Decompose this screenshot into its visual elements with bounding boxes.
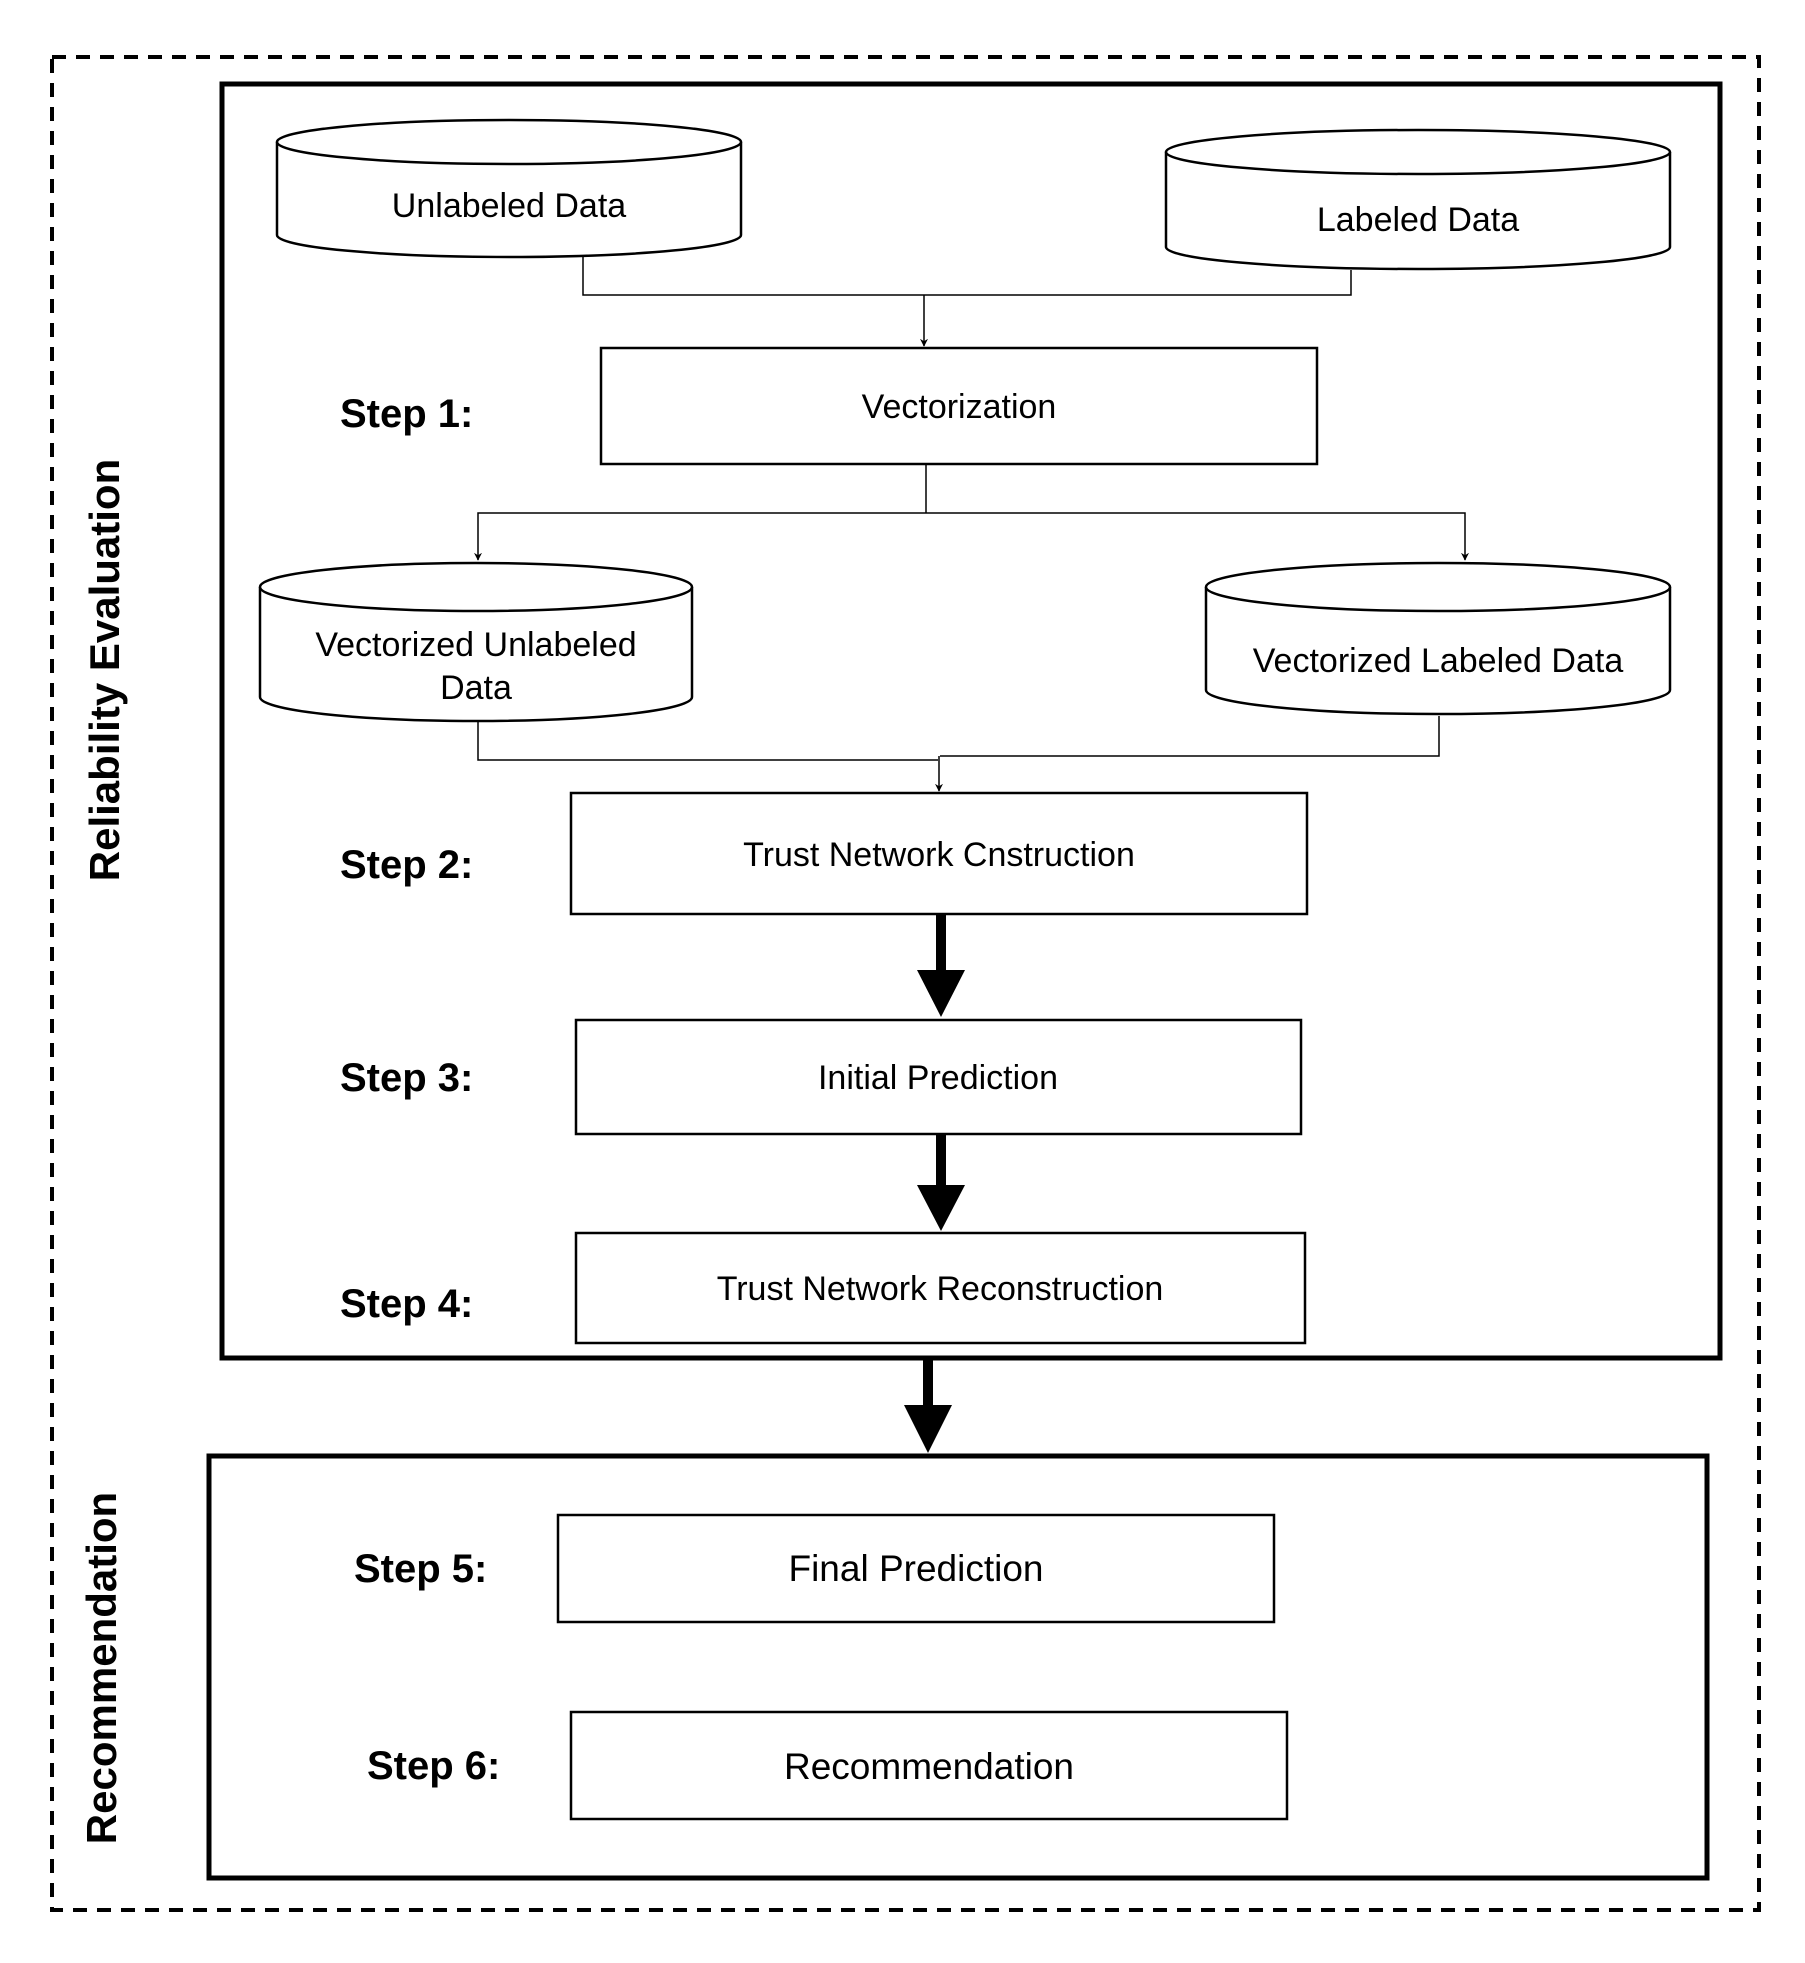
arrow-to-vectorized-labeled [926, 512, 1469, 561]
final-prediction-box [556, 1513, 1276, 1624]
vectorized-unlabeled-label-line1: Vectorized Unlabeled [315, 626, 636, 664]
unlabeled-data-store: Unlabeled Data [275, 118, 743, 259]
vectorization-label: Vectorization [862, 388, 1057, 426]
labeled-data-store: Labeled Data [1164, 128, 1672, 271]
recommendation-box [569, 1710, 1289, 1821]
initial-prediction-box [574, 1018, 1303, 1136]
trust-network-construction-box [569, 791, 1309, 916]
trust-network-construction-label: Trust Network Cnstruction [743, 836, 1135, 874]
trust-network-reconstruction-label: Trust Network Reconstruction [717, 1270, 1164, 1308]
outer-dashed-frame [50, 55, 1761, 1912]
connector-vec-unlabeled-to-merge [477, 722, 938, 761]
vectorized-unlabeled-store: Vectorized Unlabeled Data [258, 561, 694, 723]
thick-arrow-reliability-to-recommendation [904, 1360, 952, 1453]
recommendation-group [206, 1453, 1710, 1881]
unlabeled-data-label: Unlabeled Data [392, 187, 626, 225]
trust-network-reconstruction-box [574, 1231, 1307, 1345]
connector-unlabeled-to-merge [582, 257, 1352, 296]
initial-prediction-label: Initial Prediction [818, 1059, 1058, 1097]
reliability-evaluation-label: Reliability Evaluation [81, 459, 128, 881]
thick-arrow-step3-to-step4 [917, 1134, 965, 1231]
arrow-to-vectorized-unlabeled [474, 512, 926, 561]
step-1-label: Step 1: [340, 392, 473, 436]
step-4-label: Step 4: [340, 1282, 473, 1326]
recommendation-label: Recommendation [78, 1492, 125, 1844]
vectorized-unlabeled-label-line2: Data [440, 669, 512, 707]
vectorized-labeled-label: Vectorized Labeled Data [1253, 642, 1624, 680]
vectorization-box [599, 346, 1319, 466]
step-6-label: Step 6: [367, 1744, 500, 1788]
step-2-label: Step 2: [340, 843, 473, 887]
thick-arrow-step2-to-step3 [917, 914, 965, 1017]
step-3-label: Step 3: [340, 1056, 473, 1100]
final-prediction-label: Final Prediction [788, 1548, 1043, 1589]
step-5-label: Step 5: [354, 1547, 487, 1591]
labeled-data-label: Labeled Data [1317, 201, 1519, 239]
vectorized-labeled-store: Vectorized Labeled Data [1204, 561, 1672, 716]
reliability-evaluation-group [219, 81, 1723, 1361]
recommendation-process-label: Recommendation [784, 1746, 1074, 1787]
connector-vec-labeled-to-merge [940, 716, 1440, 757]
